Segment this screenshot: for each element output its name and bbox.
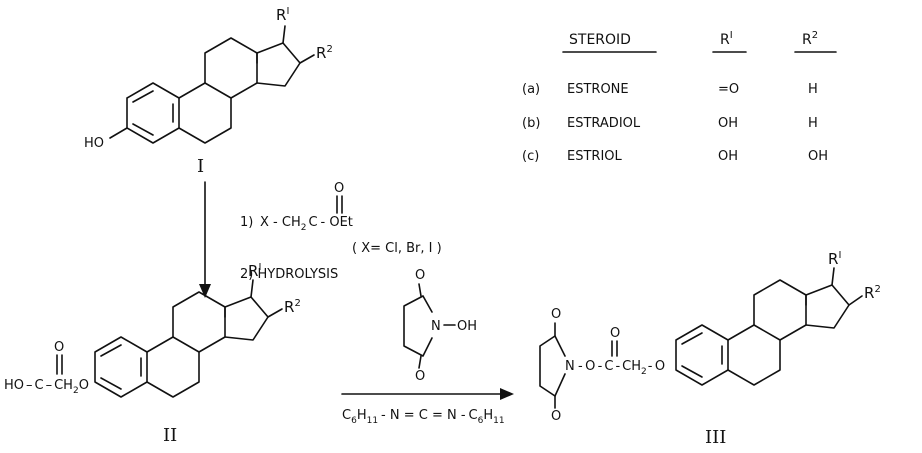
nhs-o-bottom: O [415, 369, 425, 384]
table-header-steroid: STEROID [569, 32, 631, 48]
table-row: (c) ESTRIOL OH OH [522, 149, 828, 164]
succinimide-ring [539, 335, 566, 397]
acid-carbonyl-o: O [54, 340, 64, 355]
nhs-carbonyl-top [418, 283, 422, 297]
nhs-o-top: O [415, 268, 425, 283]
ring-c [753, 279, 807, 341]
r1-label: RI [276, 6, 289, 24]
carboxymethyl-ether: HO–C–CH2O [4, 378, 89, 396]
row-r2: H [808, 116, 818, 131]
compound-ii-structure: RI R2 HO–C–CH2O O II [4, 262, 301, 446]
succinimide-o-top: O [551, 307, 561, 322]
r2-label: R2 [284, 298, 301, 316]
row-r2: OH [808, 149, 828, 164]
nhs-hydroxyl: OH [457, 319, 477, 334]
reagent-1-number: 1) [240, 215, 253, 230]
row-key: (b) [522, 116, 540, 131]
ring-a-double-bonds [100, 344, 142, 390]
table-row: (a) ESTRONE =O H [522, 82, 818, 97]
ring-b [727, 324, 781, 386]
ring-d [256, 42, 301, 87]
nhs-nitrogen: N [431, 319, 441, 334]
row-key: (a) [522, 82, 540, 97]
vertical-arrowhead [199, 284, 211, 298]
succinimide-o-bottom: O [551, 409, 561, 424]
row-r1: OH [718, 149, 738, 164]
compound-i-structure: RI R2 HO I [84, 6, 333, 177]
ring-d [224, 296, 269, 341]
nhs-ring [403, 295, 433, 357]
row-name: ESTRADIOL [567, 116, 641, 131]
horizontal-arrowhead [500, 388, 514, 400]
row-name: ESTRONE [567, 82, 629, 97]
row-r1: =O [718, 82, 739, 97]
bond-r2 [299, 54, 315, 64]
ester-linker: -O-C-CH2-O [578, 359, 665, 377]
compound-iii-structure: O O N -O-C-CH2-O O RI R2 III [539, 250, 881, 448]
row-r1: OH [718, 116, 738, 131]
bond-ho [109, 127, 128, 139]
row-name: ESTRIOL [567, 149, 623, 164]
row-key: (c) [522, 149, 539, 164]
steroid-table: STEROID RI R2 (a) ESTRONE =O H (b) ESTRA… [522, 30, 837, 164]
compound-i-numeral: I [197, 156, 204, 177]
ester-carbonyl-o: O [610, 326, 620, 341]
ring-a-double-bonds [132, 90, 174, 136]
r2-label: R2 [864, 284, 881, 302]
bond-r1 [250, 279, 254, 298]
reagent-2-hydrolysis: 2) HYDROLYSIS [240, 267, 338, 282]
ring-b [178, 82, 232, 144]
bond-r1 [831, 267, 835, 286]
nhs-carbonyl-bottom [418, 355, 422, 369]
r1-label: RI [248, 262, 261, 280]
bond-r2 [848, 295, 863, 306]
ring-a-double-bonds [681, 332, 723, 378]
table-header-r1: RI [720, 30, 733, 48]
step-2-arrow: O O N OH C6H11- N = C = N -C6H11 [341, 268, 514, 426]
halogen-list: ( X= Cl, Br, I ) [352, 241, 442, 256]
r2-label: R2 [316, 44, 333, 62]
ring-a [126, 82, 180, 144]
ring-a [94, 336, 148, 398]
ring-c [204, 37, 258, 99]
ring-c [172, 291, 226, 353]
ring-b [146, 336, 200, 398]
table-row: (b) ESTRADIOL OH H [522, 116, 818, 131]
r1-label: RI [828, 250, 841, 268]
row-r2: H [808, 82, 818, 97]
hydroxyl-label: HO [84, 136, 104, 151]
ring-d [805, 284, 850, 329]
bond-r1 [282, 25, 286, 44]
reagent-carbonyl-o: O [334, 181, 344, 196]
table-header-r2: R2 [802, 30, 818, 48]
compound-iii-numeral: III [705, 427, 726, 448]
bond-r2 [267, 308, 283, 318]
ring-a [675, 324, 729, 386]
compound-ii-numeral: II [163, 425, 177, 446]
succinimide-nitrogen: N [565, 359, 575, 374]
dcc-reagent: C6H11- N = C = N -C6H11 [342, 408, 505, 426]
